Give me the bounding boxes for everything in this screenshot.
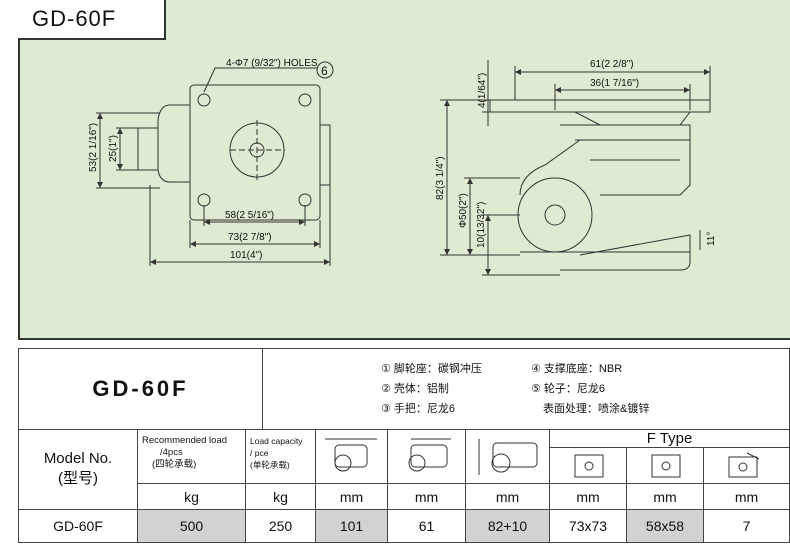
- part-item: ③ 手把：尼龙6: [381, 403, 456, 415]
- part-item: 表面处理：喷涂&镀锌: [543, 403, 650, 415]
- dim-50: Φ50(2"): [458, 193, 469, 228]
- table-cell: 7: [742, 518, 751, 534]
- f-type-b-icon: [651, 454, 681, 478]
- mount-hole: [298, 193, 312, 207]
- dim-53: 53(2 1/16"): [88, 123, 99, 172]
- unit-cell: mm: [734, 488, 759, 505]
- technical-drawing: 4-Φ7 (9/32") HOLES 6 58(2 5/16") 73(2 7/…: [88, 58, 717, 276]
- table-model-title: GD-60F: [19, 349, 263, 429]
- divider: [19, 429, 789, 430]
- drawing-title: GD-60F: [18, 0, 166, 40]
- parts-col-right: ④ 支撑底座：NBR ⑤ 轮子：尼龙6 表面处理：喷涂&镀锌: [531, 359, 691, 419]
- divider: [549, 429, 550, 543]
- dim-b-icon: [408, 438, 451, 472]
- divider: [465, 429, 466, 543]
- unit-cell: kg: [273, 488, 288, 505]
- dim-58: 58(2 5/16"): [225, 210, 274, 221]
- model-no-header: Model No. (型号): [19, 429, 137, 509]
- unit-cell: mm: [339, 488, 364, 505]
- table-cell: 101: [316, 510, 387, 542]
- rec-load-label: Recommended load: [142, 435, 228, 446]
- dim-25: 25(1"): [108, 135, 119, 162]
- part-item: ① 脚轮座：碳钢冲压: [381, 363, 482, 375]
- table-cell: GD-60F: [53, 518, 103, 534]
- parts-col-left: ① 脚轮座：碳钢冲压 ② 壳体：铝制 ③ 手把：尼龙6: [381, 359, 541, 419]
- load-cap-label: Load capacity: [250, 436, 303, 446]
- spec-table: GD-60F ① 脚轮座：碳钢冲压 ② 壳体：铝制 ③ 手把：尼龙6 ④ 支撑底…: [18, 348, 790, 543]
- dim-a-icon: [325, 438, 377, 472]
- load-cap-sub: / pce: [250, 448, 269, 458]
- model-no-label: Model No.: [43, 450, 113, 467]
- dim-61: 61(2 2/8"): [590, 59, 634, 70]
- load-cap-cn: (单轮承载): [250, 460, 290, 470]
- part-item: ⑤ 轮子：尼龙6: [531, 383, 606, 395]
- table-cell: 500: [138, 510, 245, 542]
- table-cell: 250: [268, 518, 293, 534]
- divider: [137, 429, 138, 543]
- f-type-a-icon: [574, 454, 604, 478]
- dim-73: 73(2 7/8"): [228, 232, 272, 243]
- table-cell: 61: [418, 518, 435, 534]
- mount-hole: [197, 93, 211, 107]
- rec-load-sub: /4pcs: [160, 447, 183, 458]
- dim-36: 36(1 7/16"): [590, 78, 639, 89]
- unit-cell: mm: [414, 488, 439, 505]
- divider: [245, 429, 246, 543]
- mount-hole: [298, 93, 312, 107]
- rec-load-header: Recommended load /4pcs (四轮承载): [138, 429, 245, 483]
- table-cell: 73x73: [568, 518, 608, 534]
- table-cell: 58x58: [627, 510, 703, 542]
- holes-label: 4-Φ7 (9/32") HOLES: [226, 58, 318, 69]
- dim-11: 11°: [706, 232, 717, 246]
- unit-cell: mm: [653, 488, 677, 505]
- rec-load-cn: (四轮承载): [152, 459, 197, 470]
- unit-cell: mm: [495, 488, 520, 505]
- load-cap-header: Load capacity / pce (单轮承载): [246, 429, 315, 483]
- table-cell: 82+10: [466, 510, 549, 542]
- wheel: [517, 177, 593, 253]
- divider: [549, 447, 789, 448]
- dim-101: 101(4"): [230, 250, 262, 261]
- mount-hole: [197, 193, 211, 207]
- model-no-cn-label: (型号): [58, 470, 98, 487]
- part-item: ② 壳体：铝制: [381, 383, 449, 395]
- divider: [387, 429, 388, 543]
- unit-cell: mm: [576, 488, 600, 505]
- part-item: ④ 支撑底座：NBR: [531, 363, 623, 375]
- divider: [137, 483, 789, 484]
- holes-number: 6: [321, 64, 328, 78]
- divider: [19, 509, 789, 510]
- unit-cell: kg: [184, 488, 199, 505]
- dim-c-icon: [478, 439, 538, 475]
- divider: [703, 447, 704, 543]
- f-type-c-icon: [728, 452, 760, 478]
- divider: [315, 429, 316, 543]
- dim-10: 10(13/32"): [476, 202, 487, 248]
- divider: [626, 447, 627, 543]
- f-type-header: F Type: [646, 429, 693, 447]
- dim-82: 82(3 1/4"): [435, 156, 446, 200]
- caster-plate-side-view: [489, 99, 711, 113]
- dim-4: 4(1/64"): [477, 73, 488, 108]
